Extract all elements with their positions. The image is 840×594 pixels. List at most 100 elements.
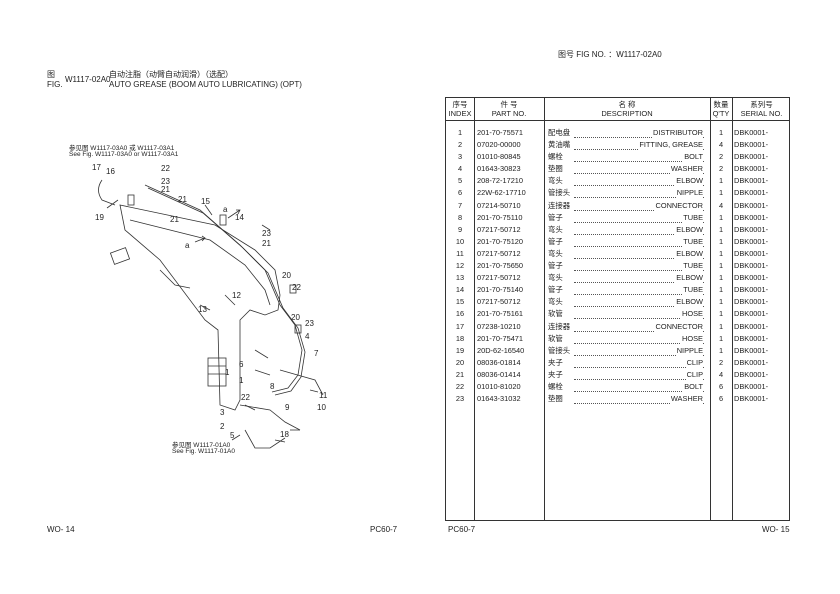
callout-a2: a — [185, 241, 190, 250]
callout-22b: 22 — [292, 283, 301, 292]
desc-en-cell: CONNECTOR — [654, 199, 703, 212]
part-no-cell: 07020-00000 — [477, 140, 521, 150]
callout-14: 14 — [235, 213, 244, 222]
serial-cell: DBK0001- — [734, 369, 769, 379]
index-cell: 17 — [455, 321, 465, 331]
leader-dots — [574, 323, 704, 332]
callout-17: 17 — [92, 163, 101, 172]
hose-bottom — [244, 429, 286, 449]
part-no-cell: 01643-31032 — [477, 394, 521, 404]
callout-9: 9 — [285, 403, 290, 412]
desc-cn-cell: 弯头 — [548, 224, 563, 234]
callout-21d: 21 — [170, 215, 179, 224]
leader-dots — [574, 383, 704, 392]
serial-cell: DBK0001- — [734, 394, 769, 404]
desc-cn-cell: 连接器 — [548, 200, 571, 210]
desc-cn-cell: 管子 — [548, 285, 563, 295]
qty-cell: 4 — [718, 140, 724, 150]
qty-cell: 1 — [718, 273, 724, 283]
arrow-a-2 — [194, 235, 206, 243]
qty-cell: 2 — [718, 152, 724, 162]
desc-en-cell: NIPPLE — [675, 344, 703, 357]
distributor-block — [207, 357, 227, 387]
part-no-cell: 01643-30823 — [477, 164, 521, 174]
index-cell: 19 — [455, 345, 465, 355]
index-cell: 6 — [457, 188, 463, 198]
callout-12: 12 — [232, 291, 241, 300]
desc-cn-cell: 垫圈 — [548, 164, 563, 174]
index-cell: 15 — [455, 297, 465, 307]
callout-3: 3 — [220, 408, 225, 417]
callout-11: 11 — [319, 391, 328, 400]
ref-bottom-en: See Fig. W1117-01A0 — [172, 448, 235, 455]
footer-left-model: PC60-7 — [370, 525, 398, 534]
desc-en-cell: ELBOW — [675, 247, 703, 260]
part-no-cell: 201-70-75571 — [477, 128, 524, 137]
fig-label-en: FIG. — [47, 80, 63, 89]
desc-en-cell: HOSE — [681, 308, 703, 321]
desc-cn-cell: 软管 — [548, 333, 563, 343]
index-cell: 20 — [455, 357, 465, 367]
leader-dots — [574, 238, 704, 247]
part-no-cell: 201-70-75120 — [477, 236, 524, 246]
qty-cell: 1 — [718, 248, 724, 258]
leader-dots — [574, 262, 704, 272]
callout-2: 2 — [220, 422, 225, 431]
callout-18: 18 — [280, 430, 289, 439]
index-cell: 11 — [456, 248, 464, 258]
ref-top-cn: 参见图 W1117-03A0 或 W1117-03A1 — [69, 145, 175, 152]
desc-cn-cell: 弯头 — [548, 297, 563, 307]
clip-1 — [127, 194, 135, 206]
desc-en-cell: WASHER — [669, 393, 703, 406]
desc-en-cell: ELBOW — [675, 296, 703, 309]
part-no-cell: 20D-62-16540 — [477, 345, 525, 355]
leader-dots — [574, 250, 704, 259]
desc-cn-cell: 夹子 — [548, 369, 563, 379]
serial-cell: DBK0001- — [734, 333, 769, 343]
leader-dots — [574, 371, 704, 380]
part-no-cell: 07217-50712 — [477, 297, 521, 307]
callout-10: 10 — [317, 403, 326, 412]
serial-cell: DBK0001- — [734, 297, 769, 307]
tube-right — [279, 369, 324, 396]
qty-cell: 1 — [718, 333, 724, 343]
qty-cell: 6 — [718, 394, 724, 404]
part-no-cell: 07217-50712 — [477, 248, 521, 258]
index-cell: 1 — [457, 128, 463, 137]
boom-inner-line — [129, 219, 271, 306]
serial-cell: DBK0001- — [734, 285, 769, 295]
serial-cell: DBK0001- — [734, 321, 769, 331]
part-no-cell: 08036-01814 — [477, 357, 521, 367]
footer-left-page: WO- 14 — [47, 525, 75, 534]
hose-top — [98, 179, 116, 206]
part-no-cell: 07238-10210 — [477, 321, 521, 331]
desc-cn-cell: 弯头 — [548, 176, 563, 186]
index-cell: 5 — [457, 176, 463, 186]
callout-5: 5 — [230, 431, 235, 440]
desc-cn-cell: 管子 — [548, 212, 563, 222]
serial-cell: DBK0001- — [734, 128, 769, 137]
callout-21c: 21 — [262, 239, 271, 248]
desc-cn-cell: 垫圈 — [548, 394, 563, 404]
qty-cell: 1 — [718, 212, 724, 222]
serial-cell: DBK0001- — [734, 273, 769, 283]
title-en: AUTO GREASE (BOOM AUTO LUBRICATING) (OPT… — [109, 80, 302, 89]
part-no-cell: 201-70-75471 — [477, 333, 524, 343]
boom-outline — [119, 204, 281, 411]
serial-cell: DBK0001- — [734, 152, 769, 162]
callout-23b: 23 — [262, 229, 271, 238]
tube-lower — [239, 404, 301, 431]
part-no-cell: 01010-81020 — [477, 381, 521, 391]
callout-8: 8 — [270, 382, 275, 391]
